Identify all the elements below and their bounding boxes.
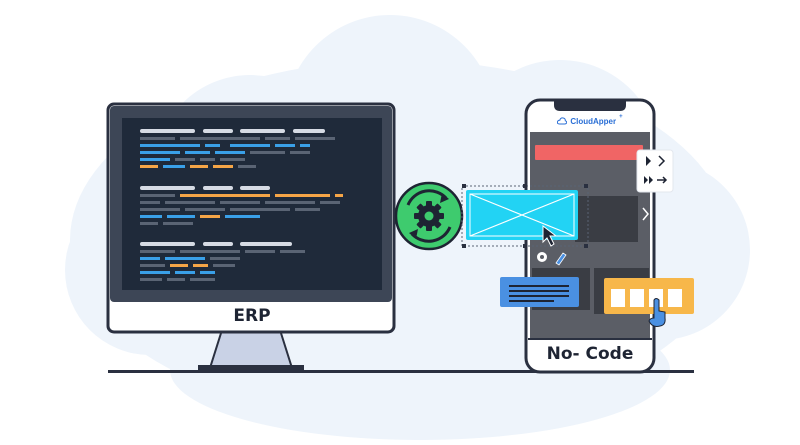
chevron-right-icon (642, 207, 649, 221)
no-code-label: No- Code (546, 344, 634, 364)
code-block-1 (140, 129, 335, 168)
code-block-3 (140, 242, 305, 281)
fast-forward-icon (644, 176, 653, 184)
chevron-right-icon (658, 155, 666, 167)
cloud-icon (557, 117, 568, 125)
text-card (500, 277, 579, 307)
dark-panel (575, 196, 638, 242)
brand-suffix: + (619, 114, 623, 120)
pointer-hand-icon (648, 298, 666, 327)
code-block-2 (140, 186, 343, 225)
selected-image-placeholder (461, 184, 589, 248)
red-bar (535, 145, 643, 160)
play-icon (646, 156, 651, 166)
sync-gear-icon (394, 181, 464, 251)
brand-logo: CloudApper+ (540, 114, 640, 128)
brand-name: CloudApper (570, 116, 617, 126)
erp-label: ERP (233, 306, 271, 326)
pencil-icon (555, 252, 567, 266)
media-controls-card (636, 149, 674, 193)
settings-icon (537, 252, 547, 262)
cursor-icon (542, 224, 558, 247)
ground-line (108, 370, 694, 373)
grid-card (604, 278, 694, 314)
